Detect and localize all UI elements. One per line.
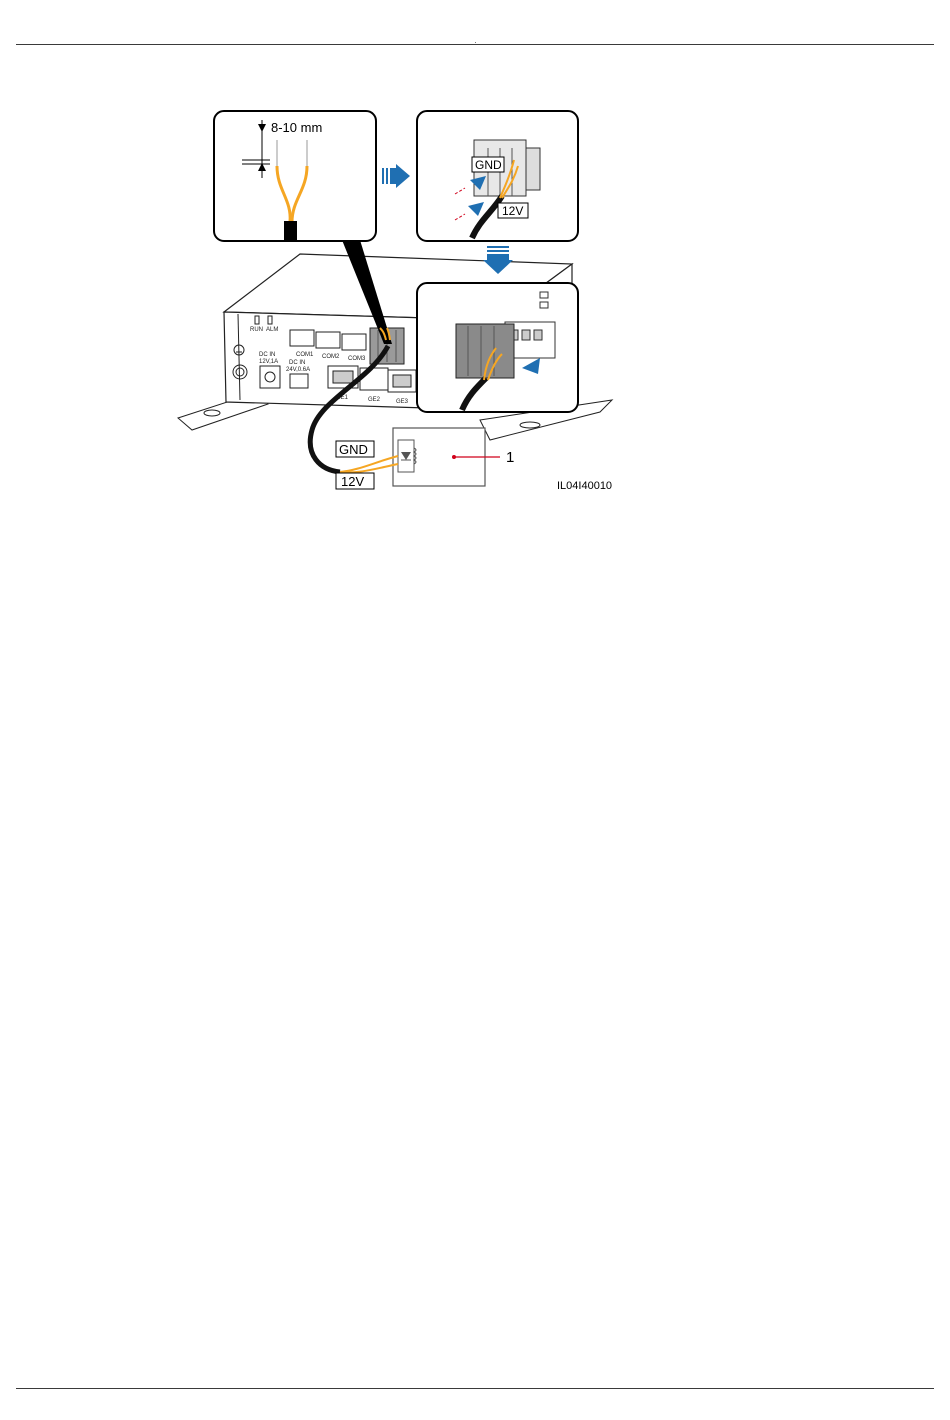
dc-in-24v-rating: 24V,0.6A bbox=[286, 367, 310, 373]
ge3-label: GE3 bbox=[396, 399, 409, 405]
arrow-right-icon bbox=[382, 164, 410, 188]
panel-insert-wires bbox=[417, 111, 578, 241]
panel2-gnd-label: GND bbox=[475, 158, 502, 172]
relay-gnd-label: GND bbox=[339, 442, 368, 457]
run-label: RUN bbox=[250, 327, 263, 333]
panel2-12v-label: 12V bbox=[502, 204, 523, 218]
relay-12v-label: 12V bbox=[341, 474, 364, 489]
callout-number: 1 bbox=[506, 449, 514, 466]
ge2-label: GE2 bbox=[368, 397, 381, 403]
com2-label: COM2 bbox=[322, 354, 340, 360]
figure-id: IL04I40010 bbox=[557, 480, 612, 492]
strip-length-label: 8-10 mm bbox=[271, 120, 322, 135]
alm-label: ALM bbox=[266, 327, 278, 333]
dc-in-12v-label: DC IN bbox=[259, 352, 275, 358]
dc-in-24v-label: DC IN bbox=[289, 360, 305, 366]
dc-in-12v-rating: 12V,1A bbox=[259, 359, 278, 365]
panel-plug-in bbox=[417, 283, 578, 412]
com3-label: COM3 bbox=[348, 356, 366, 362]
com1-label: COM1 bbox=[296, 352, 314, 358]
